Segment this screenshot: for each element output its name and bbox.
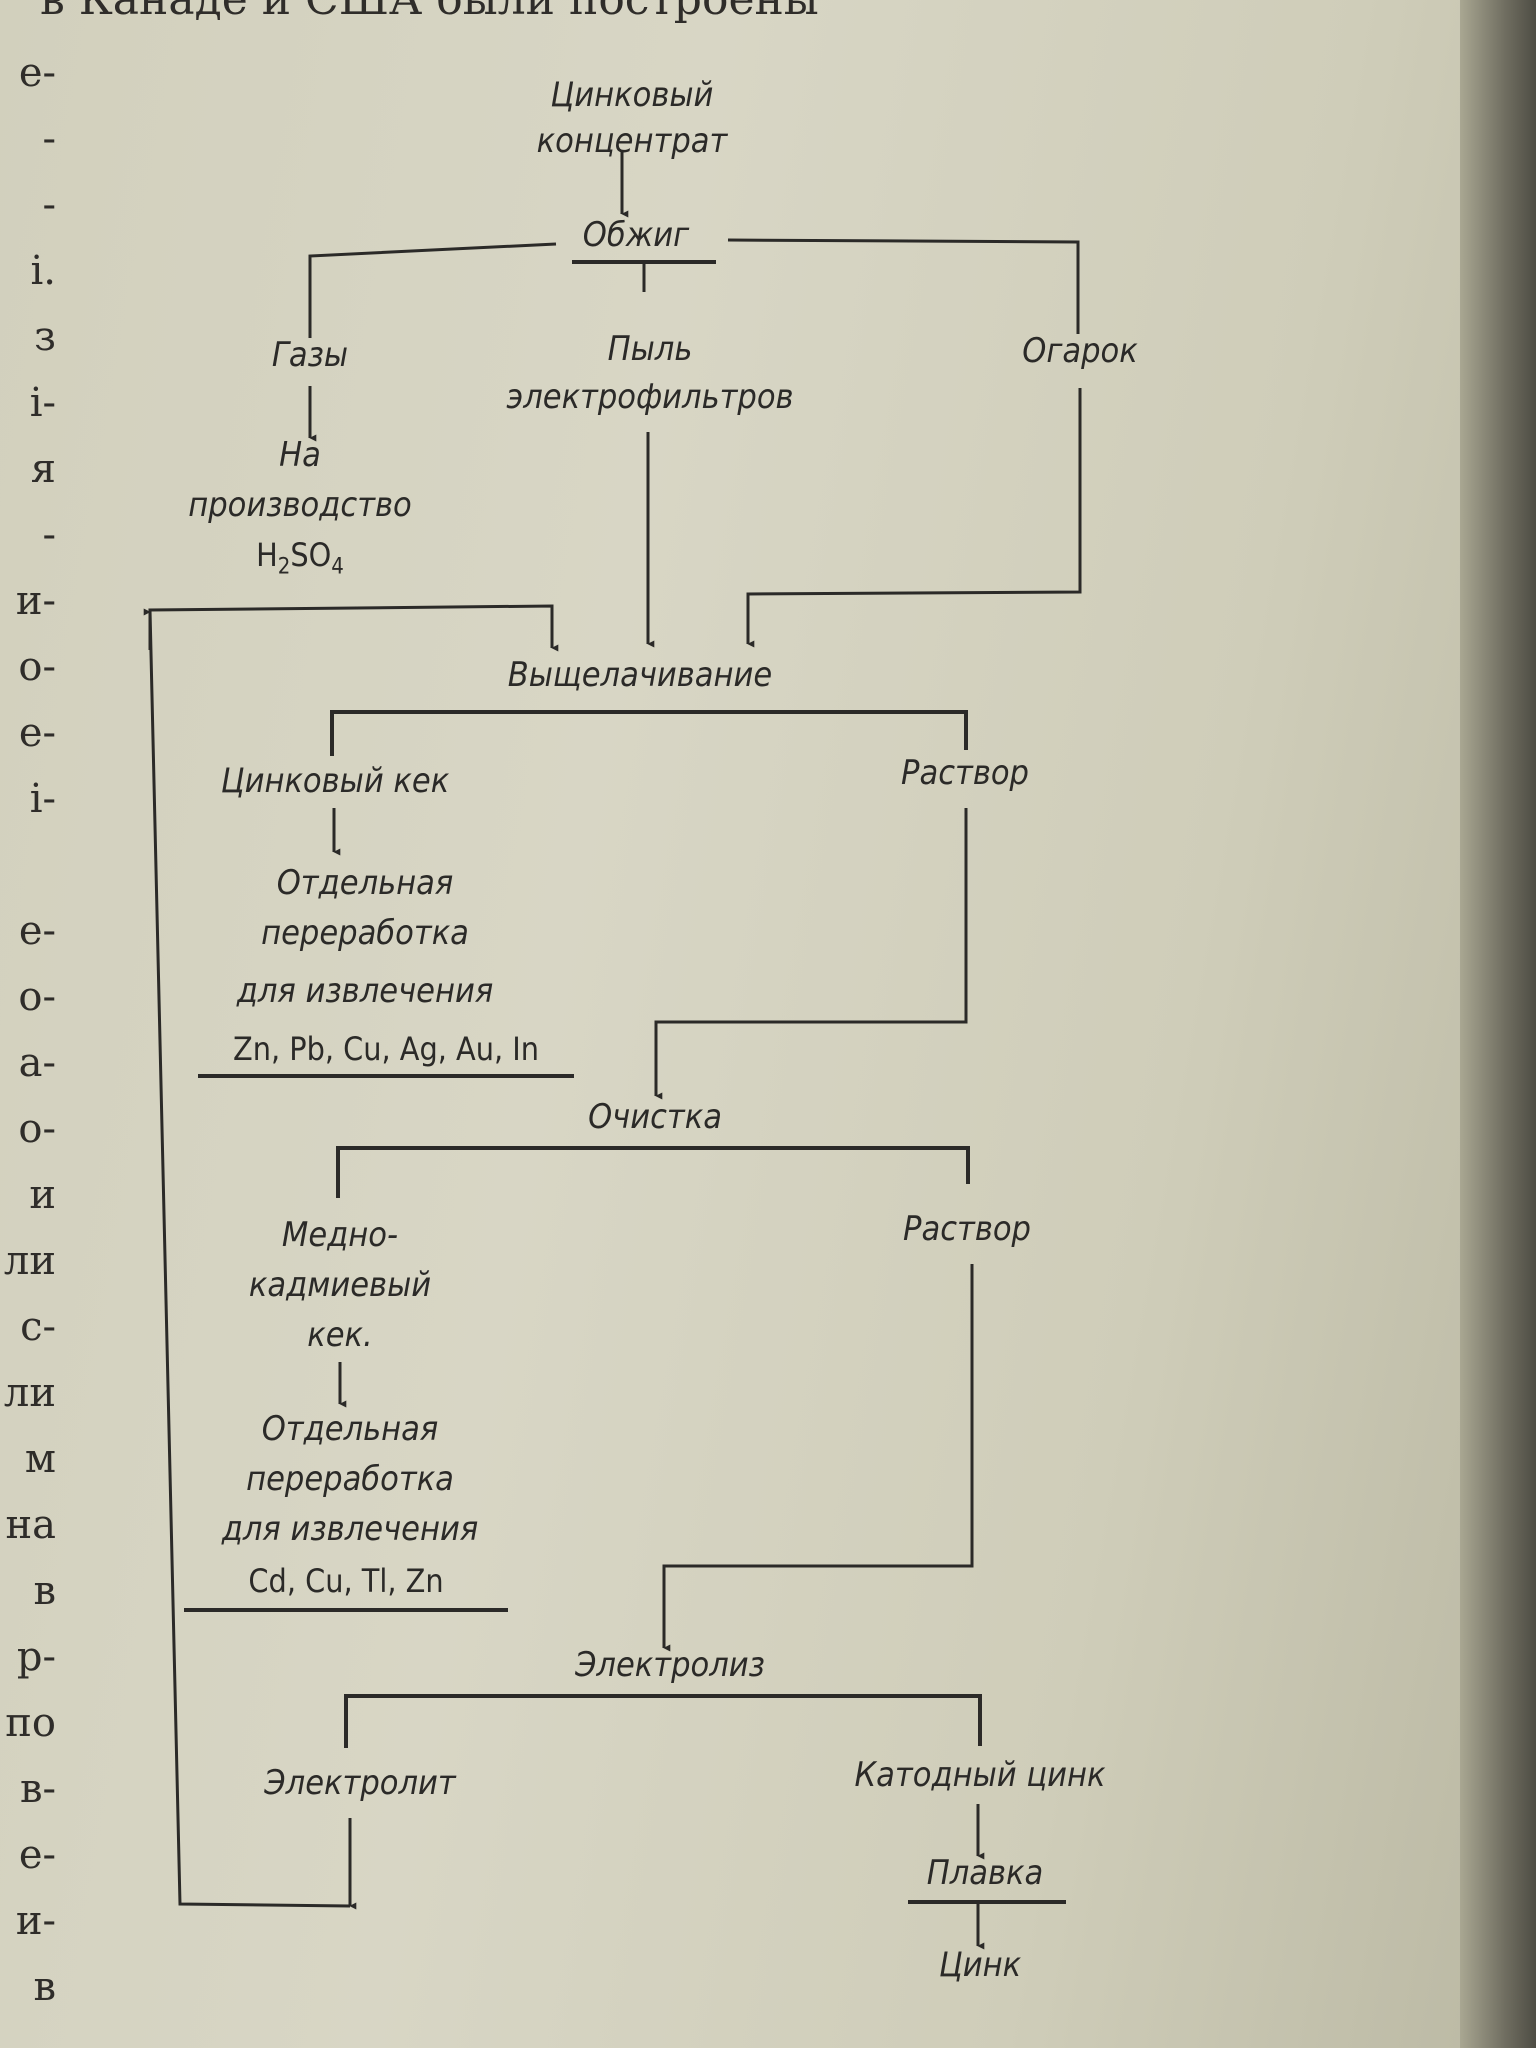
margin-fragment: о-: [18, 974, 56, 1020]
processing-2-line-2: переработка: [246, 1459, 454, 1499]
margin-fragment: о-: [18, 1106, 56, 1152]
margin-fragment: и: [29, 1172, 56, 1218]
margin-fragment: я: [30, 446, 56, 492]
elements-1-label: Zn, Pb, Cu, Ag, Au, In: [232, 1030, 539, 1068]
copper-cadmium-cake-label: Медно- кадмиевый кек.: [200, 1210, 480, 1360]
margin-fragment: і-: [29, 776, 56, 822]
margin-fragment: е-: [18, 1832, 56, 1878]
concentrate-line-1: Цинковый: [550, 75, 714, 115]
margin-fragment: на: [5, 1502, 56, 1548]
zinc-cake-label: Цинковый кек: [220, 761, 450, 801]
sulfuric-acid-formula: H2SO4: [256, 536, 344, 580]
elements-2-label: Cd, Cu, Tl, Zn: [248, 1562, 444, 1600]
dust-label: Пыль электрофильтров: [440, 324, 860, 422]
margin-fragment: в-: [19, 1766, 56, 1812]
separate-processing-1-label: Отдельная переработка для извлечения: [190, 858, 540, 1016]
cake-line-3: кек.: [307, 1315, 373, 1355]
margin-fragment: и-: [15, 578, 56, 624]
solution-2-label: Раствор: [903, 1209, 1031, 1249]
margin-fragment: е-: [18, 710, 56, 756]
book-page: [0, 0, 1460, 2048]
separate-processing-2-label: Отдельная переработка для извлечения: [170, 1404, 530, 1554]
margin-fragment: і.: [30, 248, 56, 294]
electrolyte-label: Электролит: [264, 1763, 456, 1803]
zinc-label: Цинк: [938, 1945, 1022, 1985]
electrolysis-label: Электролиз: [575, 1645, 765, 1685]
margin-fragment: р-: [16, 1634, 56, 1680]
processing-1-line-3: для извлечения: [236, 971, 494, 1011]
margin-fragment: о-: [18, 644, 56, 690]
margin-fragment: е-: [18, 908, 56, 954]
zinc-concentrate-label: Цинковый концентрат: [512, 70, 752, 166]
cut-off-top-line: в Канаде и США были построены: [40, 0, 1160, 24]
margin-fragment: и-: [15, 1898, 56, 1944]
processing-1-line-1: Отдельная: [276, 863, 454, 903]
margin-fragment: в: [33, 1964, 56, 2010]
processing-2-line-1: Отдельная: [261, 1409, 439, 1449]
cake-line-1: Медно-: [281, 1215, 399, 1255]
processing-2-line-3: для извлечения: [221, 1509, 479, 1549]
margin-fragment: м: [24, 1436, 56, 1482]
solution-1-label: Раствор: [901, 753, 1029, 793]
production-line-2: производство: [188, 485, 412, 525]
production-line-1: На: [279, 435, 321, 475]
margin-fragment: с-: [20, 1304, 56, 1350]
margin-fragment: ли: [3, 1238, 56, 1284]
margin-fragment: -: [42, 512, 56, 558]
gases-label: Газы: [271, 335, 349, 375]
left-margin-fragments: е- - - і. з і-я - и-о-е-і-е-о-а-о-и ли с-ли м на в р-…: [0, 40, 60, 2020]
margin-fragment: і-: [29, 380, 56, 426]
cathode-zinc-label: Катодный цинк: [854, 1755, 1106, 1795]
margin-fragment: а-: [18, 1040, 56, 1086]
roasting-label: Обжиг: [582, 215, 690, 255]
to-production-label: На производство H2SO4: [150, 430, 450, 592]
calcine-label: Огарок: [1022, 331, 1138, 371]
processing-1-line-2: переработка: [261, 913, 469, 953]
dust-line-1: Пыль: [607, 329, 693, 369]
margin-fragment: е-: [18, 50, 56, 96]
margin-fragment: ли: [3, 1370, 56, 1416]
margin-fragment: в: [33, 1568, 56, 1614]
leaching-label: Выщелачивание: [507, 655, 773, 695]
page-edge-shadow: [1460, 0, 1536, 2048]
concentrate-line-2: концентрат: [536, 121, 728, 161]
margin-fragment: по: [5, 1700, 56, 1746]
margin-fragment: з: [34, 314, 56, 360]
dust-line-2: электрофильтров: [506, 377, 794, 417]
margin-fragment: -: [42, 116, 56, 162]
purification-label: Очистка: [588, 1097, 722, 1137]
cake-line-2: кадмиевый: [248, 1265, 432, 1305]
margin-fragment: -: [42, 182, 56, 228]
smelting-label: Плавка: [926, 1853, 1044, 1893]
